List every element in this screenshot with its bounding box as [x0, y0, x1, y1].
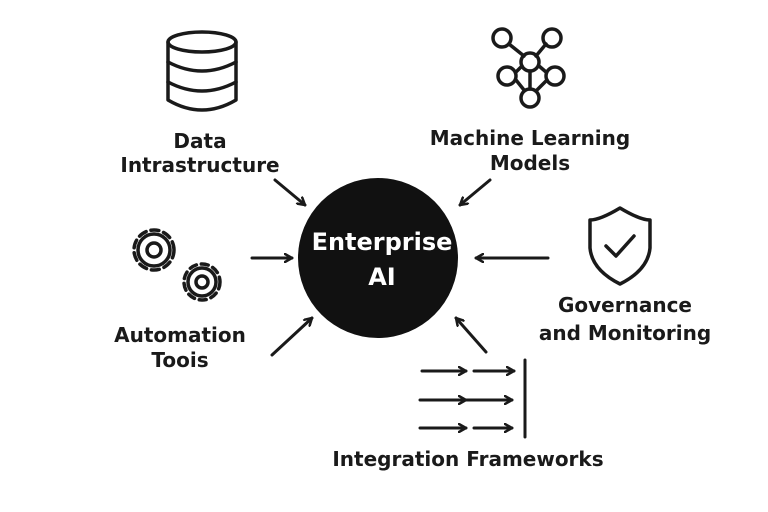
center-node: Enterprise AI [298, 178, 458, 338]
gears-icon [132, 228, 222, 302]
node-label-line1: Data [173, 129, 226, 153]
center-title-line1: Enterprise [312, 228, 453, 256]
network-icon [491, 27, 566, 109]
node-label-line2: Toois [151, 348, 208, 372]
node-label-line2: Intrastructure [120, 153, 279, 177]
node-label-line2: and Monitoring [539, 321, 711, 345]
node-data-infrastructure: Data Intrastructure [120, 30, 307, 207]
database-icon [166, 30, 238, 112]
arrow [273, 178, 307, 207]
node-label-line1: Governance [558, 293, 692, 317]
node-integration-frameworks: Integration Frameworks [332, 316, 604, 471]
center-circle [298, 178, 458, 338]
center-title-line2: AI [368, 263, 396, 291]
node-automation-tools: Automation Toois [114, 228, 314, 372]
node-label-line2: Models [490, 151, 570, 175]
node-governance-monitoring: Governance and Monitoring [474, 206, 711, 345]
shield-check-icon [588, 206, 652, 286]
arrow [454, 316, 488, 354]
arrow [458, 178, 492, 207]
node-label: Integration Frameworks [332, 447, 603, 471]
node-label-line1: Machine Learning [430, 126, 630, 150]
node-label-line1: Automation [114, 323, 246, 347]
arrows-flow-icon [418, 358, 527, 439]
node-machine-learning-models: Machine Learning Models [430, 27, 630, 207]
arrow [270, 316, 314, 357]
